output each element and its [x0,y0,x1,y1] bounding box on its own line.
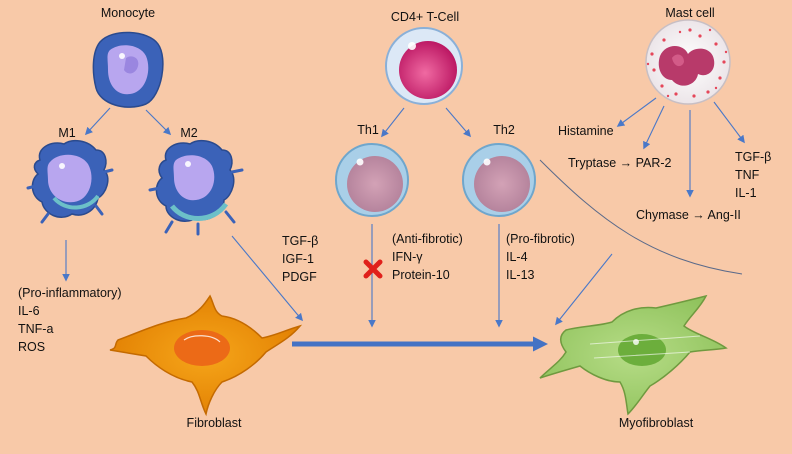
cd4-t-cell-label: CD4+ T-Cell [390,10,460,24]
th2-mediator-header: (Pro-fibrotic) [506,232,575,246]
arrow-m2-to-axis [231,235,303,322]
th1-label: Th1 [357,123,379,137]
arrow-mast-to-tryptase [643,105,665,150]
arrow-mast-to-myofibroblast [555,253,613,326]
m1-macrophage-cell [26,139,114,224]
mast-cell-boundary-curve [539,159,743,275]
fibroblast-label: Fibroblast [186,416,242,430]
m2-mediator-item: TGF-β [282,234,319,248]
th1-mediator-item: Protein-10 [392,268,450,282]
m1-label: M1 [58,126,76,140]
connector-arrows [62,97,745,328]
m1-mediator-item: IL-6 [18,304,40,318]
monocyte-cell [92,31,164,108]
m2-mediator-item: IGF-1 [282,252,314,266]
mast-cytokine-item: TNF [735,168,760,182]
m1-mediator-list: (Pro-inflammatory) IL-6 TNF-a ROS [18,284,122,356]
arrow-mast-to-cytokines [713,101,745,144]
m2-mediator-item: PDGF [282,270,317,284]
m2-macrophage-cell [148,139,244,236]
arrow-cd4-to-th2 [445,107,472,138]
arrow-monocyte-to-m2 [145,109,172,136]
chymase-label: Chymase → Ang-II [636,208,741,222]
th1-mediator-list: (Anti-fibrotic) IFN-γ Protein-10 [392,230,463,284]
th1-cell [335,143,409,217]
histamine-label: Histamine [558,124,614,138]
m1-mediator-header: (Pro-inflammatory) [18,286,122,300]
m2-mediator-list: TGF-β IGF-1 PDGF [282,232,318,286]
mast-cell-label: Mast cell [665,6,715,20]
th2-mediator-item: IL-4 [506,250,528,264]
inhibition-x-icon [363,259,383,279]
myofibroblast-label: Myofibroblast [618,416,694,430]
th2-cell [462,143,536,217]
m1-mediator-item: ROS [18,340,46,354]
mast-cytokine-list: TGF-β TNF IL-1 [735,148,771,202]
arrow-monocyte-to-m1 [84,107,111,136]
th1-mediator-header: (Anti-fibrotic) [392,232,463,246]
th2-label: Th2 [493,123,515,137]
m2-label: M2 [180,126,198,140]
th1-mediator-item: IFN-γ [392,250,423,264]
monocyte-label: Monocyte [100,6,156,20]
arrow-mast-to-histamine [616,97,657,127]
th2-mediator-list: (Pro-fibrotic) IL-4 IL-13 [506,230,575,284]
m1-mediator-item: TNF-a [18,322,54,336]
tryptase-label: Tryptase → PAR-2 [568,156,672,170]
arrow-cd4-to-th1 [381,107,405,138]
th2-mediator-item: IL-13 [506,268,535,282]
mast-cytokine-item: TGF-β [735,150,772,164]
mast-cell [645,19,731,105]
cd4-t-cell [385,27,463,105]
fibroblast-cell [109,294,303,417]
mast-cytokine-item: IL-1 [735,186,757,200]
myofibroblast-cell [539,294,728,416]
